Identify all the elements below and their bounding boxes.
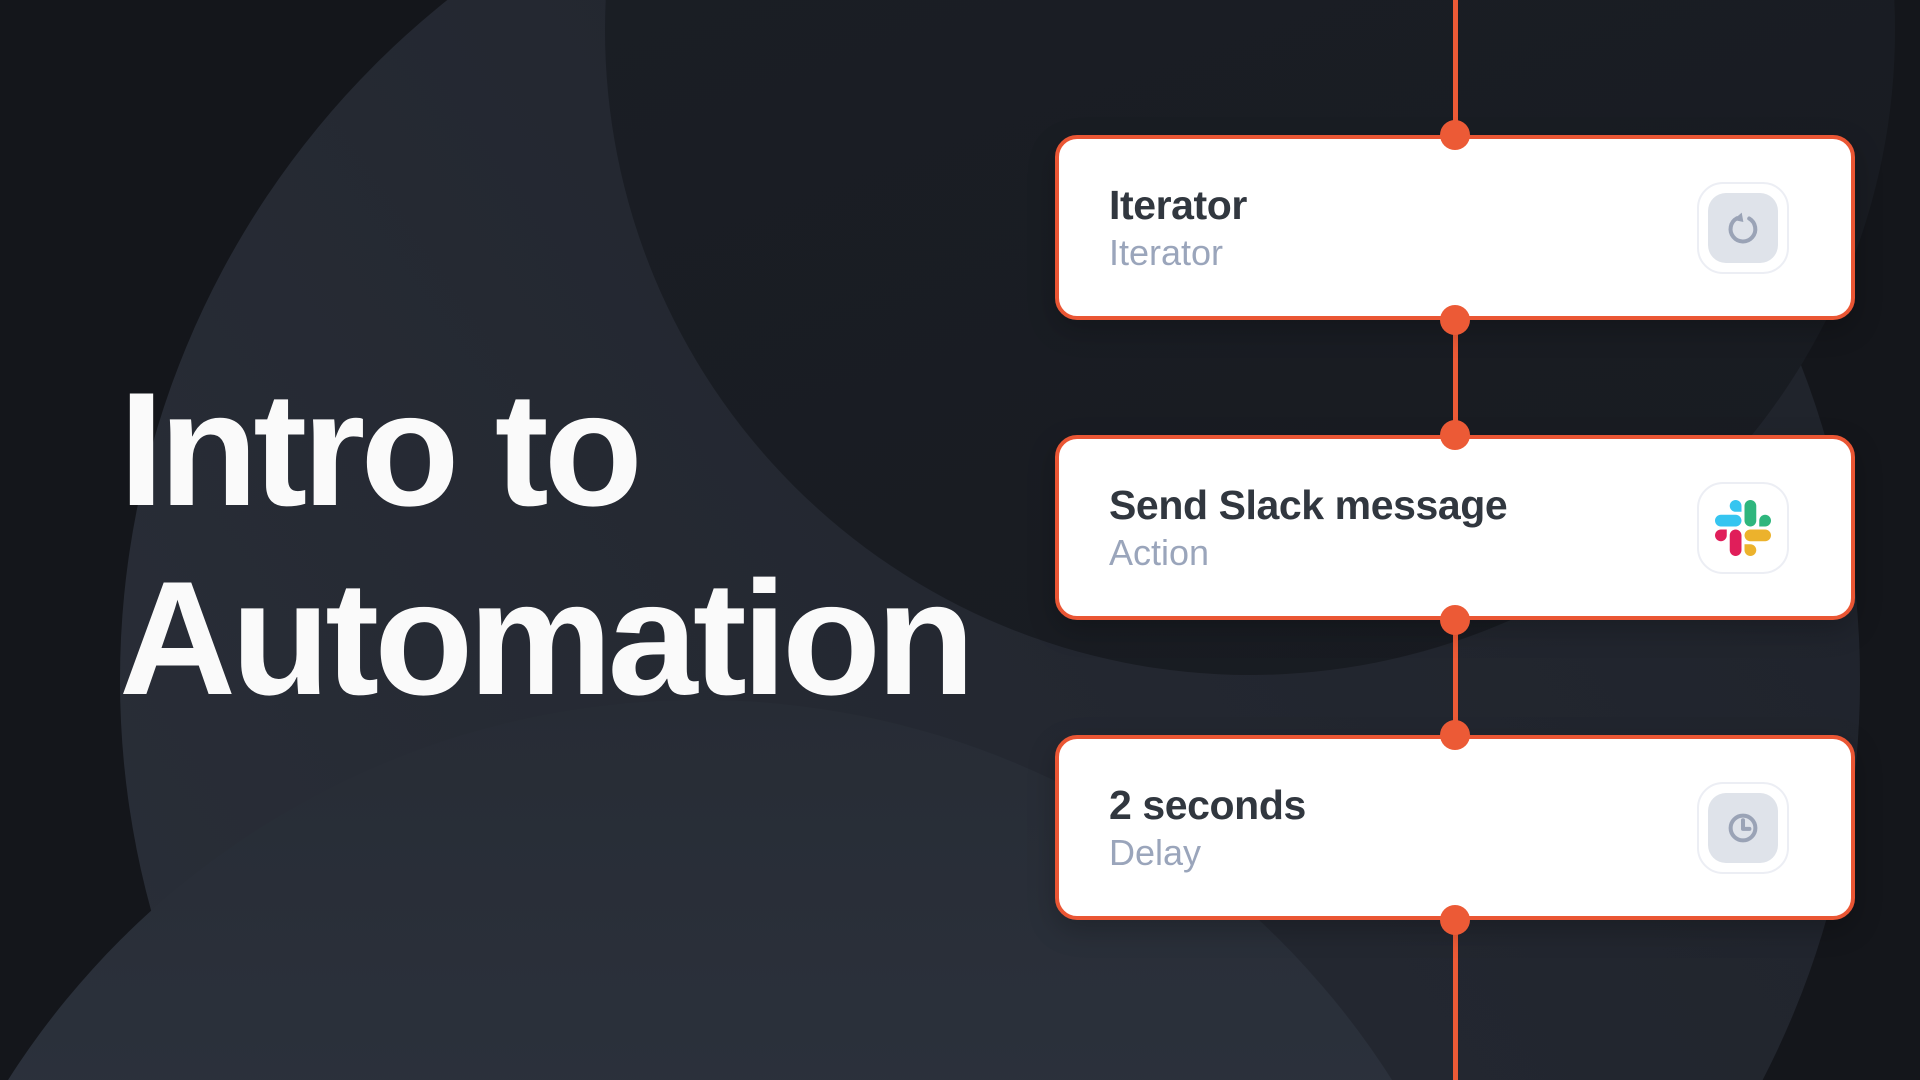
workflow-diagram: Iterator Iterator Send Slack message Act… bbox=[1055, 0, 1855, 1080]
slack-icon bbox=[1697, 481, 1789, 574]
connector-dot bbox=[1440, 905, 1470, 935]
title-line-1: Intro to bbox=[119, 359, 643, 540]
iterator-loop-icon-tile bbox=[1708, 192, 1778, 263]
iterator-loop-glyph bbox=[1728, 212, 1758, 243]
card-text: Send Slack message Action bbox=[1109, 481, 1508, 574]
card-title: Send Slack message bbox=[1109, 481, 1508, 528]
card-subtitle: Iterator bbox=[1109, 231, 1224, 273]
clock-icon-tile bbox=[1708, 792, 1778, 863]
title-line-2: Automation bbox=[119, 548, 975, 729]
card-subtitle: Action bbox=[1109, 531, 1210, 573]
connector-dot bbox=[1440, 720, 1470, 750]
workflow-card-delay[interactable]: 2 seconds Delay bbox=[1055, 735, 1855, 920]
workflow-card-iterator[interactable]: Iterator Iterator bbox=[1055, 135, 1855, 320]
card-subtitle: Delay bbox=[1109, 831, 1202, 873]
card-title: Iterator bbox=[1109, 181, 1247, 228]
connector-dot bbox=[1440, 120, 1470, 150]
card-text: 2 seconds Delay bbox=[1109, 782, 1306, 874]
page-title: Intro to Automation bbox=[119, 355, 975, 733]
clock-glyph bbox=[1728, 813, 1758, 842]
iterator-loop-icon bbox=[1697, 181, 1789, 274]
card-title: 2 seconds bbox=[1109, 781, 1306, 828]
connector-dot bbox=[1440, 305, 1470, 335]
connector-dot bbox=[1440, 605, 1470, 635]
workflow-card-slack[interactable]: Send Slack message Action bbox=[1055, 435, 1855, 620]
slack-logo-glyph bbox=[1715, 499, 1771, 556]
connector-dot bbox=[1440, 420, 1470, 450]
clock-icon bbox=[1697, 781, 1789, 874]
card-text: Iterator Iterator bbox=[1109, 182, 1247, 274]
